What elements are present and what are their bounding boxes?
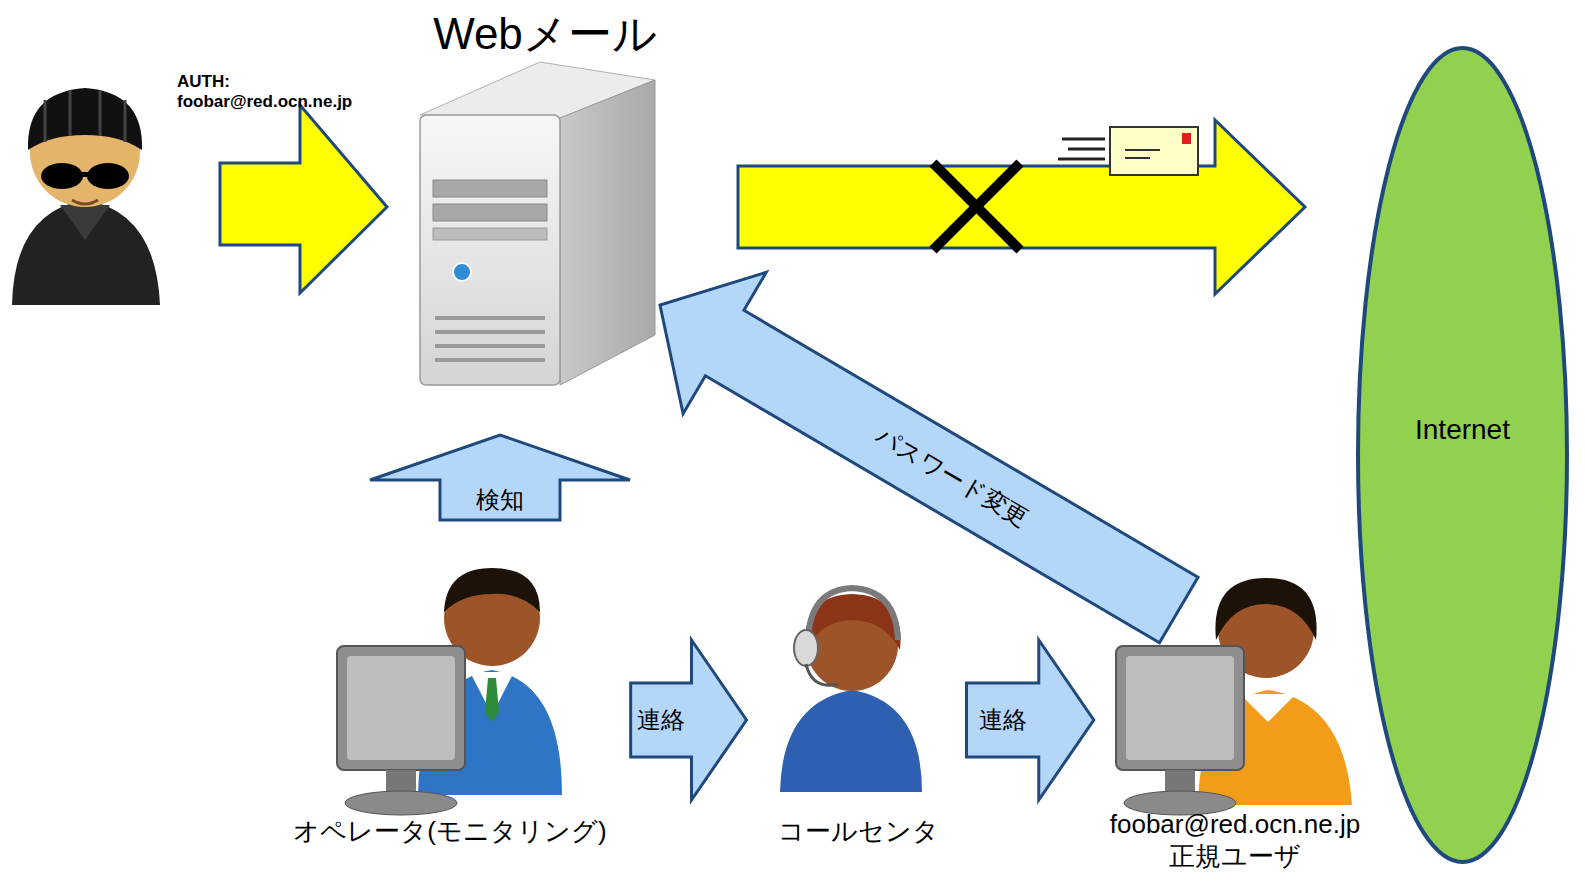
node-text: Webメール [426,8,664,60]
contact-arrow [631,640,747,800]
password-change-arrow [660,272,1198,642]
server-icon-part [435,344,545,348]
attack-arrow [220,105,387,293]
server-icon-part [420,115,560,385]
ellipse-shape [1358,48,1567,862]
attacker-icon-part [44,100,47,142]
block-cross [933,163,1020,250]
server-icon-part [560,80,655,385]
server-icon-part [433,228,547,240]
contact-arrow [967,640,1094,800]
internet-ellipse: Internet [1355,45,1570,865]
envelope-icon [1110,127,1198,175]
callcenter-icon-part [780,690,922,792]
node-text: foobar@red.ocn.ne.jp [1110,808,1360,840]
speed-lines-part [1058,158,1105,161]
attacker-icon-part [41,163,83,189]
callcenter-node: コールセンタ [772,585,945,847]
mail-send-arrow [738,120,1305,294]
operator-icon [337,568,562,815]
attacker-icon-part [28,88,142,150]
node-text: Internet [1415,413,1510,447]
detect-arrow [370,435,630,520]
server-icon-part [453,263,471,281]
speed-lines [1058,139,1105,159]
operator-icon-part [337,646,465,770]
server-icon-part [435,358,545,362]
user-icon-part [1215,578,1316,640]
auth-label: AUTH: foobar@red.ocn.ne.jp [177,72,352,112]
callcenter-icon [780,588,922,792]
attacker-icon-part [80,172,90,177]
arrow-label: 検知 [476,486,524,514]
operator-icon-part [345,791,457,815]
speed-lines-part [1062,138,1105,141]
operator-icon-part [386,770,416,794]
callcenter-icon-part [806,664,838,685]
server-icon-part [435,316,545,320]
node-text: オペレータ(モニタリング) [293,815,606,847]
attack-arrow-part [220,105,387,293]
arrow-label: パスワード変更 [870,421,1032,532]
node-text: 正規ユーザ [1110,840,1360,872]
user-node: foobar@red.ocn.ne.jp正規ユーザ [1104,580,1366,872]
operator-icon-part [444,568,540,612]
attacker-icon [12,88,160,305]
operator-node: オペレータ(モニタリング) [287,575,612,847]
callcenter-icon-part [808,588,898,640]
attacker-icon-part [87,163,129,189]
attacker-icon-part [72,200,98,204]
envelope-icon-part [1110,127,1198,175]
ellipse-outline [1355,45,1570,865]
speed-lines-part [1068,148,1105,151]
block-cross-part [933,163,1020,250]
callcenter-icon-part [794,630,818,666]
server-icon-part [435,330,545,334]
user-icon-part [1116,646,1244,770]
server-icon-part [433,180,547,197]
block-cross-part [933,163,1020,250]
server-icon-part [433,204,547,221]
attacker-icon-part [99,90,102,136]
attacker-icon-part [60,205,110,240]
user-icon-part [1240,694,1296,722]
server-node: Webメール [420,8,670,385]
envelope-icon-part [1125,149,1160,151]
arrow-label: 連絡 [637,706,685,734]
operator-icon-part [485,678,499,722]
server-icon [420,62,655,385]
arrow-label: 連絡 [979,706,1027,734]
attacker-icon-part [69,90,72,136]
node-text: コールセンタ [778,815,939,847]
envelope-icon-part [1125,157,1150,159]
user-icon-part [1126,656,1234,760]
user-icon-part [1165,770,1195,794]
envelope-icon-part [1182,133,1191,144]
operator-icon-part [347,656,455,760]
attacker-icon-part [12,200,160,305]
attacker-icon-part [124,100,127,142]
